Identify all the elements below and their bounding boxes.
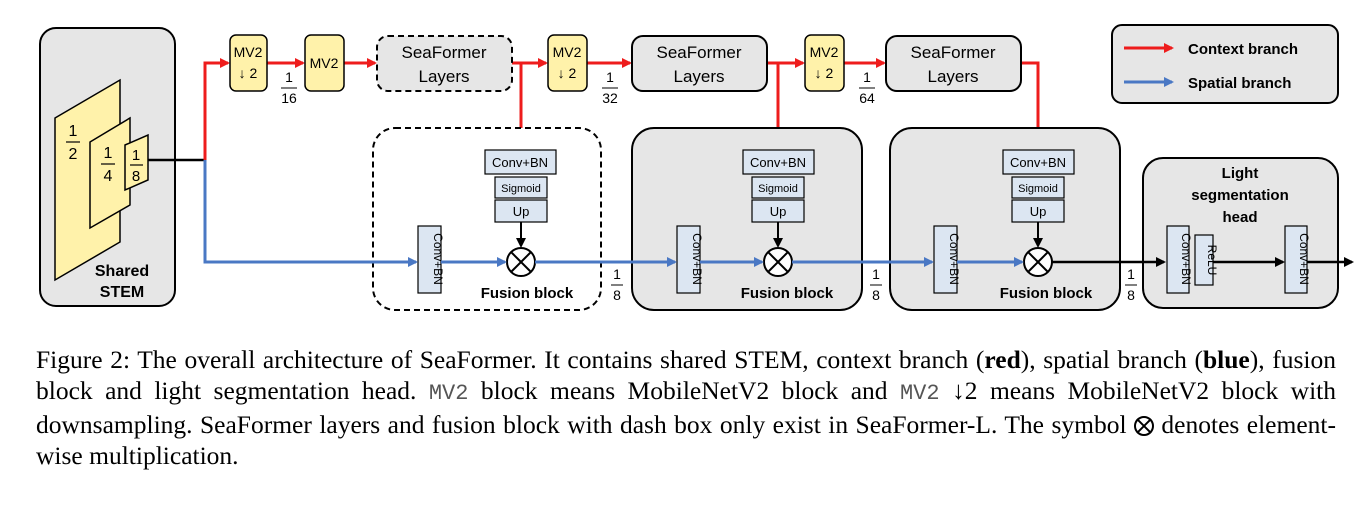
caption-blue: blue (1202, 345, 1250, 374)
svg-text:1: 1 (606, 69, 614, 85)
mv2-down-block-1: MV2 ↓ 2 (229, 34, 268, 92)
svg-text:Up: Up (1030, 204, 1047, 219)
svg-text:1: 1 (285, 69, 293, 85)
svg-text:Fusion block: Fusion block (481, 285, 574, 302)
legend-spatial-label: Spatial branch (1188, 75, 1291, 92)
svg-text:↓ 2: ↓ 2 (239, 65, 258, 81)
seaformer-layers-2: SeaFormer Layers (631, 35, 768, 92)
stem-scale-quarter-num: 1 (104, 145, 113, 162)
stem-feature-eighth (124, 133, 149, 192)
head-conv1 (1166, 225, 1190, 294)
multiply-icon (1133, 416, 1154, 436)
svg-text:SeaFormer: SeaFormer (656, 43, 741, 62)
svg-text:Layers: Layers (673, 67, 724, 86)
svg-text:Sigmoid: Sigmoid (758, 183, 798, 195)
spatial-branch-edges (203, 160, 1024, 267)
svg-text:Conv+BN: Conv+BN (431, 233, 445, 285)
svg-text:MV2: MV2 (310, 55, 339, 71)
svg-text:↓ 2: ↓ 2 (815, 65, 834, 81)
head-conv2 (1284, 225, 1308, 294)
fusion-block-2: Conv+BN Sigmoid Up Conv+BN Fusion block (631, 127, 863, 311)
mv2-down-block-2: MV2 ↓ 2 (547, 34, 588, 92)
light-segmentation-head: Light segmentation head Conv+BN ReLU Con… (1142, 157, 1339, 309)
svg-text:MV2: MV2 (810, 44, 839, 60)
spatial-scale-1: 1 8 (611, 266, 623, 303)
svg-text:8: 8 (1127, 287, 1135, 303)
context-scale-1-32: 1 32 (602, 69, 618, 106)
stem-feature-quarter (89, 116, 131, 230)
fusion-block-1-dashed: Conv+BN Sigmoid Up Conv+BN Fusion block (372, 127, 602, 311)
svg-text:16: 16 (281, 90, 297, 106)
mv2-block: MV2 (304, 34, 345, 92)
svg-text:Layers: Layers (418, 67, 469, 86)
svg-text:1: 1 (1127, 266, 1135, 282)
spatial-scale-3: 1 8 (1125, 266, 1137, 303)
gate-arrows (516, 222, 1043, 248)
svg-text:64: 64 (859, 90, 875, 106)
svg-text:Conv+BN: Conv+BN (690, 233, 704, 285)
head-relu (1194, 234, 1214, 286)
svg-text:Conv+BN: Conv+BN (492, 155, 548, 170)
caption-red: red (984, 345, 1021, 374)
svg-text:Conv+BN: Conv+BN (750, 155, 806, 170)
stem-scale-half-den: 2 (69, 146, 78, 163)
stem-scale-eighth-den: 8 (132, 168, 140, 185)
seaformer-layers-1-dashed: SeaFormer Layers (376, 35, 513, 92)
architecture-diagram: 1 2 1 4 1 8 Shared STEM MV2 ↓ 2 1 16 (39, 24, 1354, 311)
svg-text:Fusion block: Fusion block (741, 285, 834, 302)
svg-text:Layers: Layers (927, 67, 978, 86)
svg-text:Sigmoid: Sigmoid (1018, 183, 1058, 195)
svg-text:Up: Up (513, 204, 530, 219)
svg-text:Conv+BN: Conv+BN (1010, 155, 1066, 170)
svg-text:SeaFormer: SeaFormer (401, 43, 486, 62)
svg-text:8: 8 (613, 287, 621, 303)
svg-text:SeaFormer: SeaFormer (910, 43, 995, 62)
svg-text:Conv+BN: Conv+BN (1297, 233, 1311, 285)
svg-text:8: 8 (872, 287, 880, 303)
svg-text:Conv+BN: Conv+BN (1179, 233, 1193, 285)
svg-text:Conv+BN: Conv+BN (947, 233, 961, 285)
context-scale-1-16: 1 16 (281, 69, 297, 106)
svg-text:ReLU: ReLU (1205, 245, 1219, 276)
legend: Context branch Spatial branch (1111, 24, 1339, 104)
legend-context-label: Context branch (1188, 41, 1298, 58)
svg-text:MV2: MV2 (234, 44, 263, 60)
stem-scale-quarter-den: 4 (104, 168, 113, 185)
svg-text:MV2: MV2 (553, 44, 582, 60)
svg-text:Light: Light (1222, 165, 1259, 182)
svg-text:Fusion block: Fusion block (1000, 285, 1093, 302)
svg-text:1: 1 (863, 69, 871, 85)
seaformer-layers-3: SeaFormer Layers (885, 35, 1022, 92)
context-scale-1-64: 1 64 (859, 69, 875, 106)
stem-feature-half (54, 78, 121, 282)
svg-text:1: 1 (613, 266, 621, 282)
svg-text:32: 32 (602, 90, 618, 106)
svg-text:Up: Up (770, 204, 787, 219)
spatial-scale-2: 1 8 (870, 266, 882, 303)
mv2-down-block-3: MV2 ↓ 2 (804, 34, 845, 92)
svg-text:Sigmoid: Sigmoid (501, 183, 541, 195)
figure-caption: Figure 2: The overall architecture of Se… (36, 345, 1337, 470)
svg-text:head: head (1222, 209, 1257, 226)
svg-text:↓ 2: ↓ 2 (558, 65, 577, 81)
stem-title-line2: STEM (100, 284, 144, 301)
stem-scale-half-num: 1 (69, 123, 78, 140)
shared-stem-block: 1 2 1 4 1 8 Shared STEM (39, 27, 176, 307)
svg-text:segmentation: segmentation (1191, 187, 1289, 204)
stem-title-line1: Shared (95, 263, 149, 280)
svg-text:1: 1 (872, 266, 880, 282)
stem-scale-eighth-num: 1 (132, 147, 140, 164)
fusion-block-3: Conv+BN Sigmoid Up Conv+BN Fusion block (889, 127, 1121, 311)
